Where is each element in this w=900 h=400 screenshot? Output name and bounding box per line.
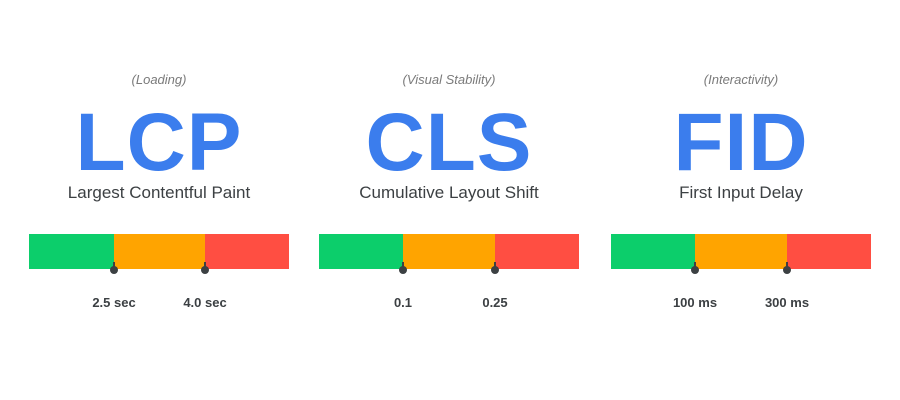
threshold-marker-1 xyxy=(110,266,118,274)
poor-segment xyxy=(495,234,579,269)
needs-improvement-segment xyxy=(695,234,787,269)
poor-segment xyxy=(787,234,871,269)
threshold-label-1: 0.1 xyxy=(393,295,413,310)
good-segment xyxy=(29,234,114,269)
threshold-label-1: 100 ms xyxy=(672,295,718,310)
threshold-bar xyxy=(611,234,871,269)
threshold-label-2: 300 ms xyxy=(764,295,810,310)
threshold-bar xyxy=(29,234,289,269)
threshold-marker-1 xyxy=(399,266,407,274)
threshold-marker-2 xyxy=(491,266,499,274)
needs-improvement-segment xyxy=(403,234,495,269)
threshold-marker-2 xyxy=(783,266,791,274)
metric-abbreviation: FID xyxy=(673,97,809,188)
metric-abbreviation: LCP xyxy=(75,97,243,188)
threshold-bar xyxy=(319,234,579,269)
metric-full-name: Cumulative Layout Shift xyxy=(359,183,539,202)
metric-category: (Visual Stability) xyxy=(402,72,496,87)
poor-segment xyxy=(205,234,289,269)
threshold-label-1: 2.5 sec xyxy=(92,295,136,310)
metric-full-name: First Input Delay xyxy=(679,183,803,202)
metric-abbreviation: CLS xyxy=(365,97,533,188)
needs-improvement-segment xyxy=(114,234,205,269)
metric-full-name: Largest Contentful Paint xyxy=(67,183,251,202)
good-segment xyxy=(319,234,403,269)
threshold-label-2: 4.0 sec xyxy=(183,295,227,310)
metric-fid: (Interactivity) FID First Input Delay 10… xyxy=(611,0,871,400)
threshold-marker-1 xyxy=(691,266,699,274)
metric-category: (Loading) xyxy=(131,72,187,87)
good-segment xyxy=(611,234,695,269)
threshold-label-2: 0.25 xyxy=(482,295,508,310)
metric-lcp: (Loading) LCP Largest Contentful Paint 2… xyxy=(29,0,289,400)
metric-category: (Interactivity) xyxy=(703,72,779,87)
threshold-marker-2 xyxy=(201,266,209,274)
metric-cls: (Visual Stability) CLS Cumulative Layout… xyxy=(319,0,579,400)
